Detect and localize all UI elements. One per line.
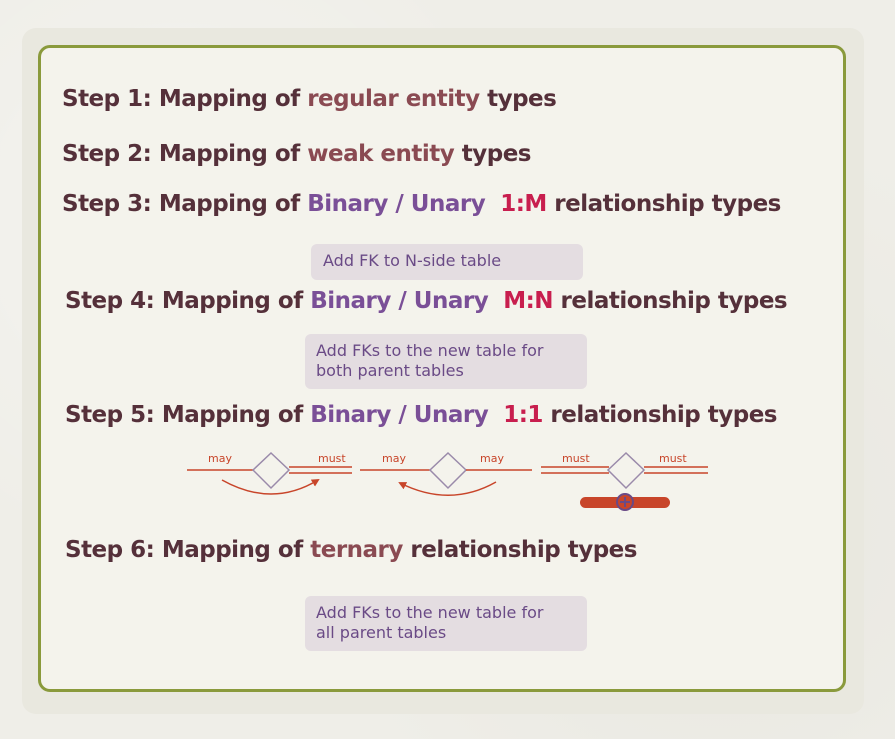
step-2-prefix: Step 2: Mapping of — [62, 141, 308, 167]
step-6-keyword: ternary — [310, 537, 403, 563]
diagram-1-right-label: must — [318, 452, 346, 465]
diagram-1-relationship-diamond — [251, 451, 291, 490]
step-4-keyword: Binary / Unary — [310, 288, 489, 314]
step-3-heading: Step 3: Mapping of Binary / Unary 1:M re… — [62, 191, 781, 217]
step-5-suffix: relationship types — [542, 402, 777, 428]
step-1-prefix: Step 1: Mapping of — [62, 86, 308, 112]
step-3-keyword: Binary / Unary — [307, 191, 486, 217]
step-6-note-line-1: Add FKs to the new table for — [316, 603, 544, 622]
step-1-suffix: types — [479, 86, 557, 112]
diagram-2-right-label: may — [480, 452, 504, 465]
step-6-heading: Step 6: Mapping of ternary relationship … — [65, 537, 637, 563]
step-4-note-line-2: both parent tables — [316, 361, 464, 380]
step-5-keyword: Binary / Unary — [310, 402, 489, 428]
step-3-note: Add FK to N-side table — [311, 244, 583, 280]
step-6-suffix: relationship types — [402, 537, 637, 563]
diagram-must-must: must must — [541, 451, 708, 511]
diagram-may-may: may may — [360, 451, 532, 496]
diagram-2-left-label: may — [382, 452, 406, 465]
step-4-suffix: relationship types — [553, 288, 788, 314]
step-4-note: Add FKs to the new table for both parent… — [305, 334, 587, 389]
diagram-2-arrow — [398, 481, 497, 496]
diagram-1-arrow — [221, 478, 320, 495]
step-4-prefix: Step 4: Mapping of — [65, 288, 311, 314]
step-4-ratio: M:N — [503, 288, 554, 314]
step-2-suffix: types — [454, 141, 532, 167]
step-1-heading: Step 1: Mapping of regular entity types — [62, 86, 557, 112]
step-3-suffix: relationship types — [546, 191, 781, 217]
diagram-3-left-label: must — [562, 452, 590, 465]
step-2-heading: Step 2: Mapping of weak entity types — [62, 141, 531, 167]
step-4-note-line-1: Add FKs to the new table for — [316, 341, 544, 360]
step-3-prefix: Step 3: Mapping of — [62, 191, 308, 217]
step-2-keyword: weak entity — [307, 141, 455, 167]
step-6-note: Add FKs to the new table for all parent … — [305, 596, 587, 651]
step-1-keyword: regular entity — [307, 86, 480, 112]
step-5-prefix: Step 5: Mapping of — [65, 402, 311, 428]
step-6-prefix: Step 6: Mapping of — [65, 537, 311, 563]
step-4-heading: Step 4: Mapping of Binary / Unary M:N re… — [65, 288, 788, 314]
step-5-ratio: 1:1 — [503, 402, 543, 428]
diagram-2-relationship-diamond — [428, 451, 468, 490]
diagram-3-relationship-diamond — [606, 451, 646, 490]
diagram-3-right-label: must — [659, 452, 687, 465]
step-3-ratio: 1:M — [500, 191, 547, 217]
diagram-1-left-label: may — [208, 452, 232, 465]
step-6-note-line-2: all parent tables — [316, 623, 447, 642]
diagram-may-must: may must — [187, 451, 352, 495]
step-3-note-text: Add FK to N-side table — [323, 251, 502, 270]
step-5-heading: Step 5: Mapping of Binary / Unary 1:1 re… — [65, 402, 778, 428]
